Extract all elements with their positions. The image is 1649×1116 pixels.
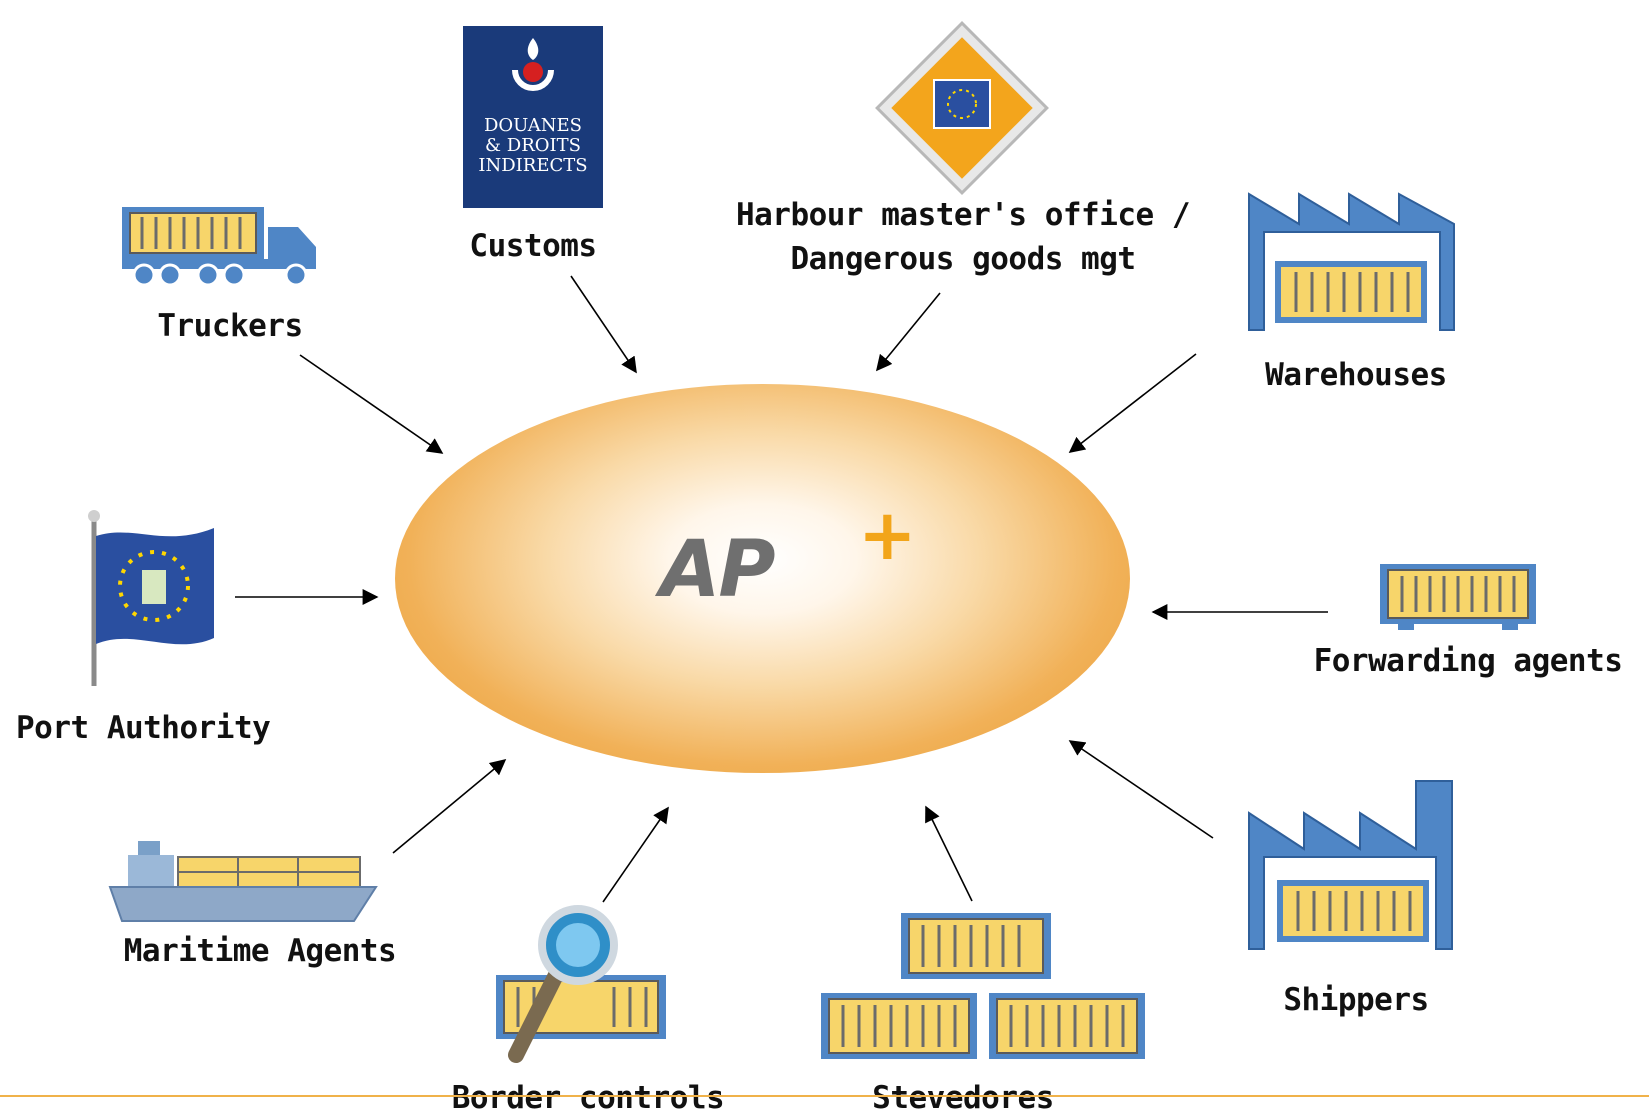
- truckers-label: Truckers: [157, 308, 303, 344]
- customs-logo-icon: DOUANES & DROITS INDIRECTS: [463, 26, 603, 208]
- customs-logo-line3: INDIRECTS: [478, 155, 588, 176]
- arrow-stevedores: [925, 805, 973, 902]
- hub-logo-text: AP: [660, 525, 776, 615]
- customs-logo-line1: DOUANES: [483, 115, 583, 136]
- arrow-border: [602, 806, 669, 903]
- border-controls-label: Border controls: [451, 1080, 725, 1116]
- stacked-containers-icon: [821, 913, 1145, 1059]
- arrow-truckers: [299, 354, 444, 454]
- arrow-customs: [570, 275, 637, 374]
- maritime-agents-label: Maritime Agents: [123, 933, 397, 969]
- bottom-rule: [0, 1095, 1649, 1097]
- warehouses-label: Warehouses: [1265, 357, 1447, 393]
- flag-icon: [88, 510, 214, 686]
- hub-ellipse: [395, 384, 1130, 773]
- harbour-diamond-icon: [875, 21, 1049, 195]
- arrow-harbour: [875, 292, 941, 372]
- arrow-warehouses: [1068, 353, 1197, 453]
- warehouse-icon: [1248, 192, 1455, 331]
- magnifier-containers-icon: [496, 905, 666, 1063]
- truck-icon: [122, 207, 316, 287]
- container-icon: [1380, 564, 1536, 630]
- factory-icon: [1248, 780, 1453, 950]
- customs-label: Customs: [469, 228, 597, 264]
- harbour-label: Harbour master's office / Dangerous good…: [735, 193, 1191, 281]
- shippers-label: Shippers: [1283, 982, 1429, 1018]
- harbour-label-line1: Harbour master's office /: [735, 197, 1191, 233]
- port-authority-label: Port Authority: [16, 710, 271, 746]
- harbour-label-line2: Dangerous goods mgt: [790, 241, 1136, 277]
- ship-icon: [108, 841, 378, 922]
- arrow-maritime: [392, 758, 507, 854]
- customs-logo-line2: & DROITS: [485, 135, 581, 156]
- hub-logo-plus: +: [858, 494, 917, 576]
- arrow-shippers: [1068, 740, 1214, 839]
- stevedores-label: Stevedores: [872, 1080, 1054, 1116]
- forwarding-agents-label: Forwarding agents: [1313, 643, 1623, 679]
